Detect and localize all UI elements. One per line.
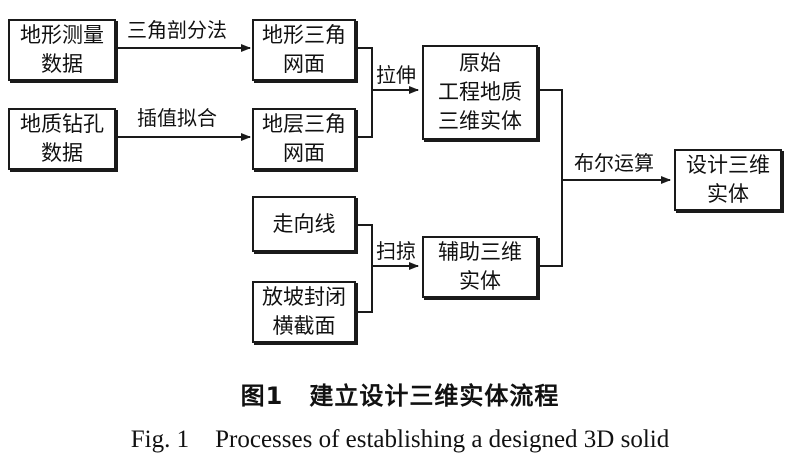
node-borehole-data-label: 地质钻孔 数据	[20, 112, 104, 165]
node-aux-solid: 辅助三维 实体	[422, 236, 538, 298]
node-slope-section: 放坡封闭 横截面	[252, 281, 356, 343]
node-stratum-tin-label: 地层三角 网面	[262, 112, 346, 165]
flowchart: 地形测量 数据 地形三角 网面 地质钻孔 数据 地层三角 网面 原始 工程地质 …	[8, 18, 782, 343]
node-alignment-label: 走向线	[272, 211, 336, 236]
flowchart-connectors	[117, 44, 671, 313]
figure-number-english: Fig. 1	[130, 426, 190, 453]
figure-title-english: Processes of establishing a designed 3D …	[215, 426, 670, 453]
node-borehole-data: 地质钻孔 数据	[8, 108, 116, 170]
node-original-solid-label: 原始 工程地质 三维实体	[438, 51, 522, 133]
edge-label-boolean: 布尔运算	[574, 151, 654, 175]
edge-label-interpolation: 插值拟合	[137, 106, 217, 130]
edge-boolean-merge	[540, 89, 563, 267]
figure-caption-english: Fig. 1 Processes of establishing a design…	[0, 426, 800, 454]
node-survey-data-label: 地形测量 数据	[20, 23, 104, 76]
edge-label-sweep: 扫掠	[376, 239, 416, 263]
edge-tins-merge	[358, 47, 373, 138]
edge-label-delaunay: 三角剖分法	[127, 18, 227, 42]
node-terrain-tin: 地形三角 网面	[252, 19, 356, 81]
figure-title-chinese: 建立设计三维实体流程	[309, 382, 560, 410]
node-terrain-tin-label: 地形三角 网面	[262, 23, 346, 76]
edge-sweep-merge	[358, 224, 373, 313]
node-design-solid-label: 设计三维 实体	[686, 153, 770, 206]
figure-number-chinese: 图1	[240, 382, 284, 410]
node-design-solid: 设计三维 实体	[674, 149, 782, 211]
figure-caption-chinese: 图1 建立设计三维实体流程	[0, 376, 800, 411]
node-slope-section-label: 放坡封闭 横截面	[262, 285, 346, 338]
node-aux-solid-label: 辅助三维 实体	[438, 240, 522, 293]
node-survey-data: 地形测量 数据	[8, 19, 116, 81]
edge-label-extrude: 拉伸	[376, 63, 416, 87]
node-stratum-tin: 地层三角 网面	[252, 108, 356, 170]
node-alignment: 走向线	[252, 196, 356, 252]
node-original-solid: 原始 工程地质 三维实体	[422, 45, 538, 140]
